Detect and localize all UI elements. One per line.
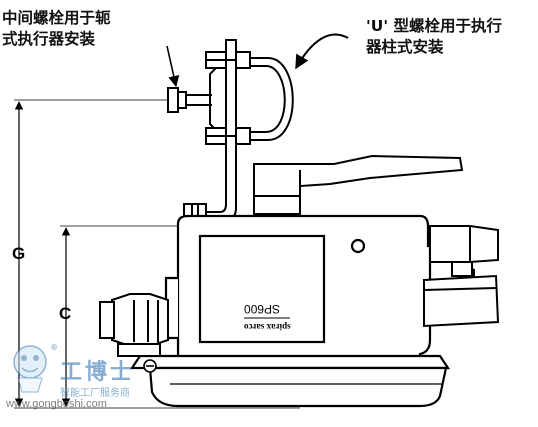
u-bolt-label-line2: 器柱式安装 — [366, 38, 444, 56]
housing-body — [129, 214, 451, 408]
side-connector — [429, 225, 499, 282]
center-bolt-label-line1: 中间螺栓用于轭 — [2, 9, 111, 27]
watermark-figure — [13, 345, 47, 393]
u-bolt — [205, 51, 294, 145]
top-nut — [183, 203, 207, 217]
u-bolt-label-line1: 'U' 型螺栓用于执行 — [366, 17, 502, 35]
center-bolt-leader — [166, 45, 180, 88]
watermark-subtitle: 智能工厂服务商 — [60, 388, 130, 399]
right-module — [423, 274, 500, 328]
cable-gland — [99, 293, 169, 357]
center-bolt — [167, 87, 212, 113]
nameplate-brand: spirax sarco — [244, 322, 291, 332]
watermark-mark: ® — [50, 343, 58, 352]
u-bolt-label: 'U' 型螺栓用于执行 器柱式安装 — [366, 16, 502, 58]
cover-screw — [143, 359, 157, 373]
watermark-title: 工博士 — [60, 360, 136, 385]
nameplate-model: SP600 — [244, 302, 281, 316]
dimension-c-label: C — [59, 304, 72, 323]
center-bolt-label-line2: 式执行器安装 — [2, 30, 96, 48]
center-bolt-label: 中间螺栓用于轭 式执行器安装 — [2, 8, 111, 50]
dimension-g-label: G — [12, 244, 26, 263]
u-bolt-leader — [295, 33, 349, 70]
watermark-url: www.gongboshi.com — [6, 398, 107, 410]
feedback-lever — [253, 154, 464, 215]
dimension-c — [60, 225, 180, 407]
